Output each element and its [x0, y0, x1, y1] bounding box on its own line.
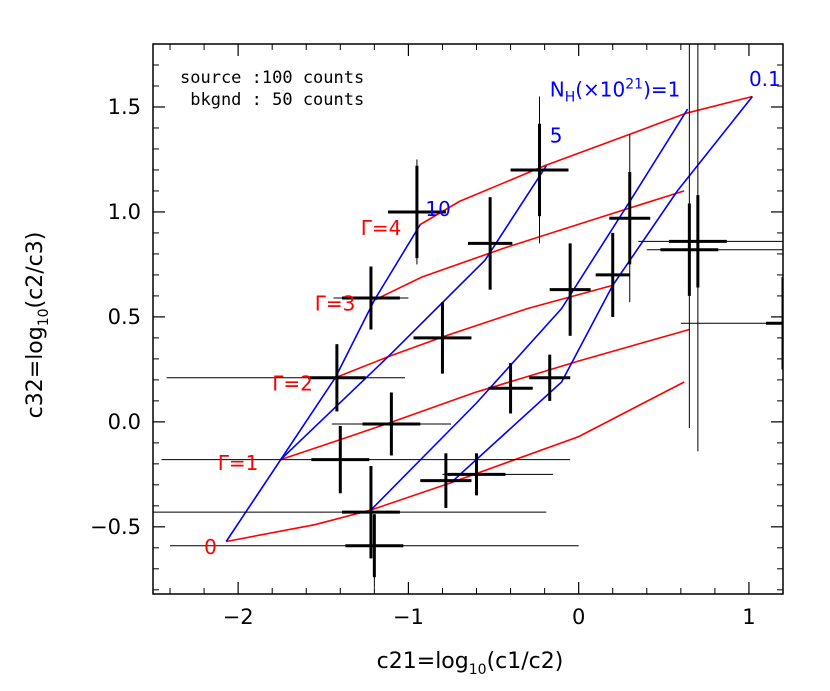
y-tick-label: 1.0	[108, 200, 141, 224]
gamma-curve-label: 0	[204, 535, 217, 559]
plot-frame	[152, 43, 784, 595]
nh-curve	[370, 108, 689, 511]
x-axis-title: c21=log10(c1/c2)	[377, 649, 564, 678]
gamma-curve-label: Γ=2	[272, 371, 313, 395]
plot-layer: −2 −1 0 1 −0.5 0.0 0.5 1.0 1.5 0 Γ=1 Γ=2 Γ=3 Γ=4 0.1 5 1…	[90, 43, 784, 629]
y-tick-label: 0.0	[108, 410, 141, 434]
y-axis-title: c32=log10(c2/c3)	[23, 232, 52, 419]
gamma-curve	[419, 95, 753, 226]
gamma-curve	[374, 190, 685, 301]
y-tick-label: 1.5	[108, 95, 141, 119]
x-tick-label: −2	[223, 605, 254, 629]
nh-curve	[280, 165, 547, 461]
nh-curve-label: 10	[425, 197, 450, 221]
nh-title: NH(×1021)=1	[550, 76, 681, 105]
y-tick-label: −0.5	[90, 515, 141, 539]
gamma-curve	[280, 328, 690, 461]
annotation-line-1: source :100 counts	[180, 68, 364, 88]
annotation-line-2: bkgnd : 50 counts	[180, 90, 364, 110]
nh-curve	[225, 224, 421, 542]
x-tick-label: −1	[393, 605, 424, 629]
x-tick-label: 0	[572, 605, 585, 629]
y-tick-label: 0.5	[108, 305, 141, 329]
gamma-curve	[226, 381, 685, 543]
plot-area	[153, 44, 783, 588]
gamma-curve-label: Γ=1	[218, 451, 259, 475]
nh-curve-label: 5	[550, 124, 563, 148]
x-tick-label: 1	[742, 605, 755, 629]
gamma-curve-label: Γ=4	[361, 216, 402, 240]
gamma-curve	[334, 284, 613, 379]
nh-curve-label: 0.1	[749, 67, 781, 91]
gamma-curve-label: Γ=3	[315, 292, 356, 316]
